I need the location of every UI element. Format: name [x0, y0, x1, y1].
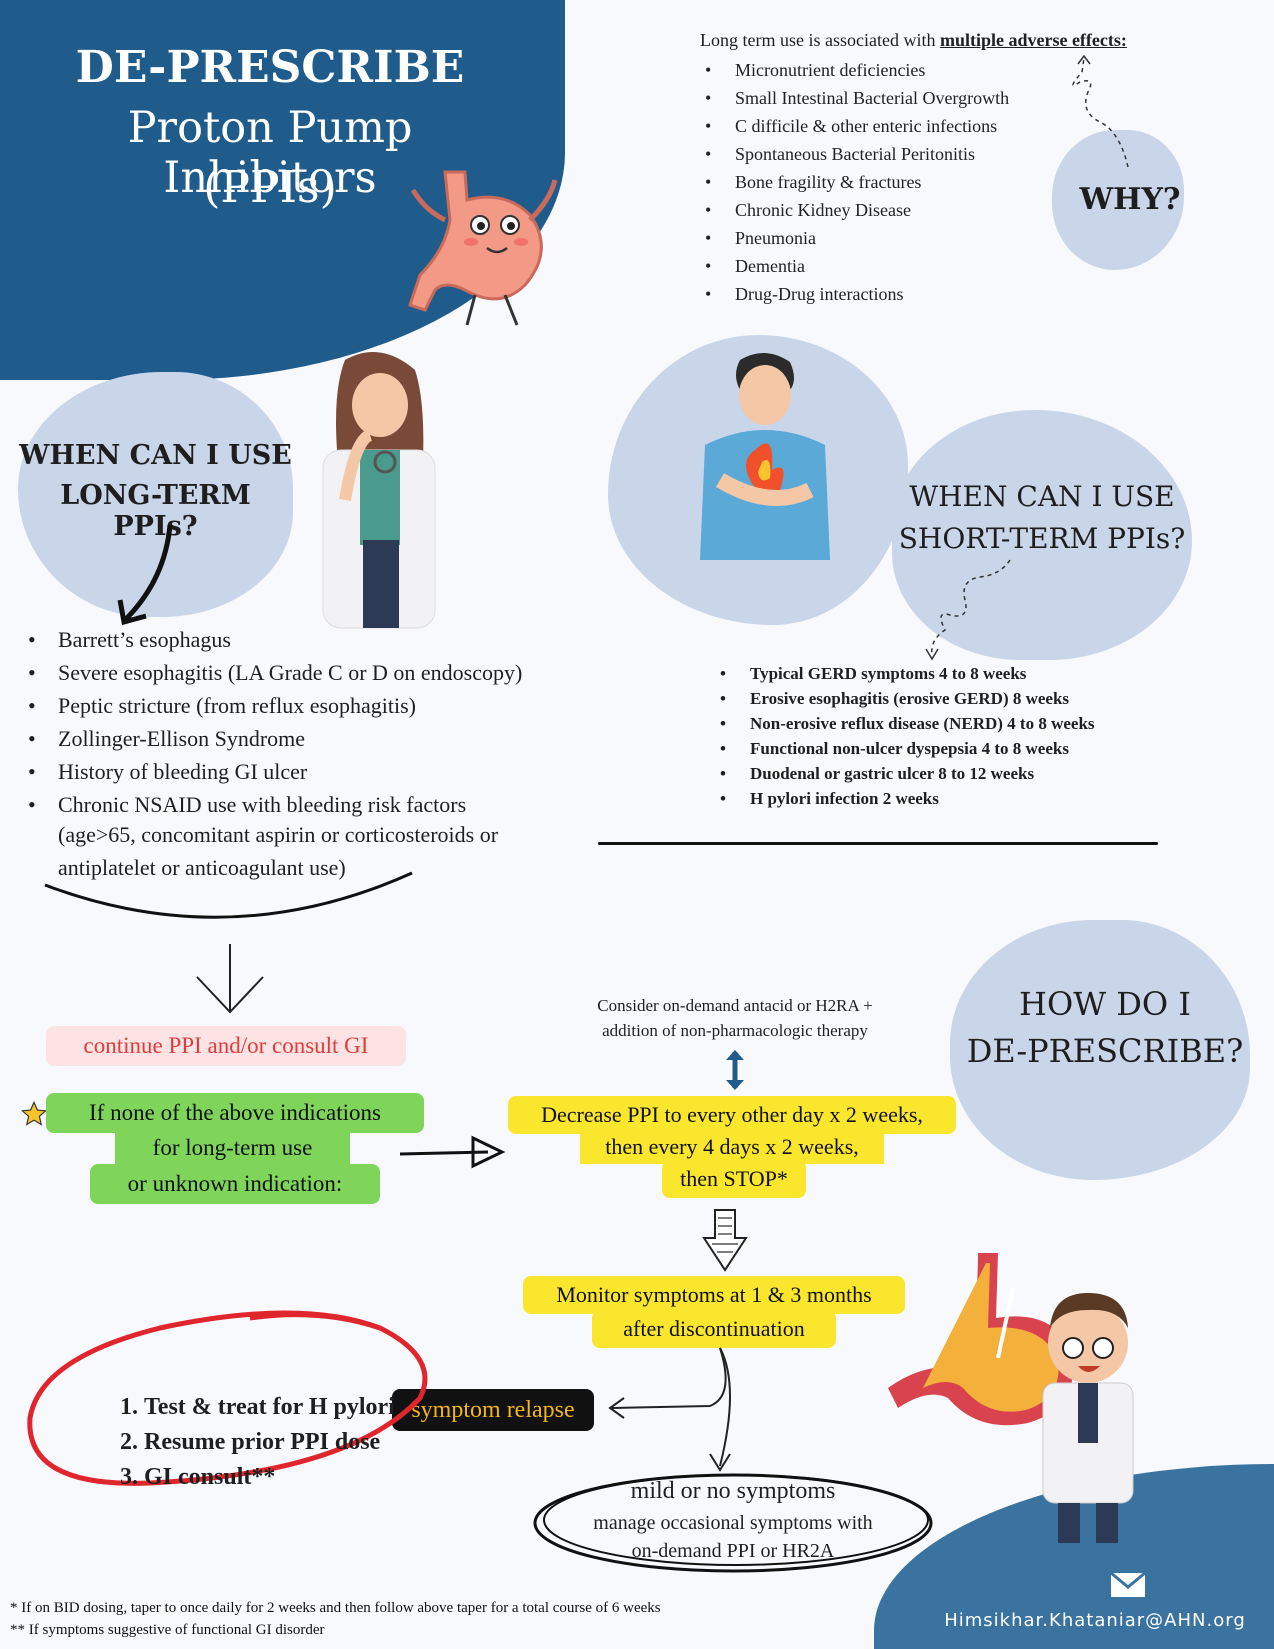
page-title-line1: DE-PRESCRIBE — [75, 42, 465, 93]
list-item: Small Intestinal Bacterial Overgrowth — [705, 84, 1009, 112]
contact-email[interactable]: Himsikhar.Khataniar@AHN.org — [944, 1610, 1246, 1631]
why-intro-prefix: Long term use is associated with — [700, 30, 940, 50]
how-heading-line2: DE-PRESCRIBE? — [966, 1032, 1244, 1070]
short-term-heading-line2: SHORT-TERM PPIs? — [898, 522, 1186, 555]
footnote-taper: * If on BID dosing, taper to once daily … — [10, 1600, 661, 1616]
list-item: Peptic stricture (from reflux esophagiti… — [28, 689, 522, 722]
relapse-red-circle — [27, 1310, 428, 1486]
mild-symptoms-line2: manage occasional symptoms with — [593, 1512, 873, 1534]
monitor-line2: after discontinuation — [592, 1310, 836, 1348]
footnote-functional: ** If symptoms suggestive of functional … — [10, 1622, 325, 1638]
long-term-underline-curve — [44, 871, 413, 919]
long-term-heading-line1: WHEN CAN I USE — [19, 440, 292, 471]
page-title-line3: (PPIs) — [203, 162, 337, 213]
list-item: Chronic Kidney Disease — [705, 196, 1009, 224]
list-item: Erosive esophagitis (erosive GERD) 8 wee… — [720, 686, 1095, 711]
taper-line1: Decrease PPI to every other day x 2 week… — [508, 1096, 956, 1134]
short-term-heading-line1: WHEN CAN I USE — [909, 480, 1175, 513]
short-term-blob-right — [892, 410, 1192, 660]
list-item: Test & treat for H pylori — [120, 1390, 395, 1425]
why-intro-emphasis: multiple adverse effects: — [939, 30, 1127, 50]
doctor-stomach-illustration — [888, 1253, 1134, 1543]
adverse-effects-list: Micronutrient deficiencies Small Intesti… — [705, 56, 1009, 308]
down-arrow-to-monitor — [702, 1209, 748, 1272]
list-item: Severe esophagitis (LA Grade C or D on e… — [28, 656, 522, 689]
long-term-heading-line2: LONG-TERM PPIs? — [60, 480, 251, 542]
star-icon — [20, 1100, 48, 1126]
indication-line2: for long-term use — [115, 1130, 350, 1166]
list-item: Spontaneous Bacterial Peritonitis — [705, 140, 1009, 168]
right-arrow-to-taper — [399, 1135, 506, 1169]
envelope-icon — [1110, 1572, 1146, 1597]
why-intro: Long term use is associated with multipl… — [700, 30, 1127, 51]
list-item: Chronic NSAID use with bleeding risk fac… — [28, 788, 522, 821]
long-term-arrow — [117, 524, 173, 626]
thinking-doctor-illustration — [322, 352, 436, 629]
list-item: Bone fragility & fractures — [705, 168, 1009, 196]
list-item: Barrett’s esophagus — [28, 623, 522, 656]
down-arrow-continue — [196, 944, 264, 1014]
long-term-indications-list: Barrett’s esophagus Severe esophagitis (… — [28, 623, 522, 821]
short-term-dashed-arrow — [925, 559, 1011, 661]
list-item: GI consult** — [120, 1460, 395, 1495]
stomach-mascot-illustration — [408, 170, 558, 326]
list-item: Micronutrient deficiencies — [705, 56, 1009, 84]
mild-symptoms-line1: mild or no symptoms — [630, 1478, 836, 1504]
indication-line1: If none of the above indications — [46, 1093, 424, 1133]
why-dashed-arrow — [1072, 54, 1129, 168]
consider-text-line1: Consider on-demand antacid or H2RA + — [597, 996, 873, 1015]
list-item: Drug-Drug interactions — [705, 280, 1009, 308]
why-blob — [1052, 130, 1184, 270]
list-item: Typical GERD symptoms 4 to 8 weeks — [720, 661, 1095, 686]
relapse-arrows — [608, 1347, 731, 1472]
list-item: Resume prior PPI dose — [120, 1425, 395, 1460]
why-label: WHY? — [1079, 182, 1181, 217]
heartburn-man-illustration — [700, 352, 830, 560]
symptom-relapse-label: symptom relapse — [392, 1389, 594, 1431]
how-blob — [950, 920, 1250, 1180]
nsaid-detail-line1: (age>65, concomitant aspirin or corticos… — [58, 822, 499, 847]
bidirectional-arrow — [726, 1050, 744, 1090]
how-heading-line1: HOW DO I — [1019, 985, 1191, 1023]
list-item: C difficile & other enteric infections — [705, 112, 1009, 140]
list-item: Pneumonia — [705, 224, 1009, 252]
continue-ppi-label: continue PPI and/or consult GI — [46, 1026, 406, 1066]
consider-text-line2: addition of non-pharmacologic therapy — [602, 1021, 868, 1040]
monitor-line1: Monitor symptoms at 1 & 3 months — [523, 1276, 905, 1314]
list-item: Zollinger-Ellison Syndrome — [28, 722, 522, 755]
list-item: H pylori infection 2 weeks — [720, 786, 1095, 811]
list-item: History of bleeding GI ulcer — [28, 755, 522, 788]
section-divider — [598, 842, 1158, 845]
indication-line3: or unknown indication: — [90, 1164, 380, 1204]
taper-line2: then every 4 days x 2 weeks, — [580, 1130, 884, 1164]
short-term-indications-list: Typical GERD symptoms 4 to 8 weeks Erosi… — [720, 661, 1095, 811]
page-title-line2: Proton Pump Inhibitors — [127, 103, 413, 203]
mild-symptoms-oval — [533, 1473, 933, 1573]
list-item: Functional non-ulcer dyspepsia 4 to 8 we… — [720, 736, 1095, 761]
list-item: Dementia — [705, 252, 1009, 280]
taper-line3: then STOP* — [662, 1160, 806, 1198]
list-item: Non-erosive reflux disease (NERD) 4 to 8… — [720, 711, 1094, 736]
list-item: Duodenal or gastric ulcer 8 to 12 weeks — [720, 761, 1095, 786]
relapse-steps-list: Test & treat for H pylori Resume prior P… — [120, 1390, 395, 1495]
mild-symptoms-line3: on-demand PPI or HR2A — [631, 1540, 835, 1562]
nsaid-detail-line2: antiplatelet or anticoagulant use) — [58, 855, 346, 880]
